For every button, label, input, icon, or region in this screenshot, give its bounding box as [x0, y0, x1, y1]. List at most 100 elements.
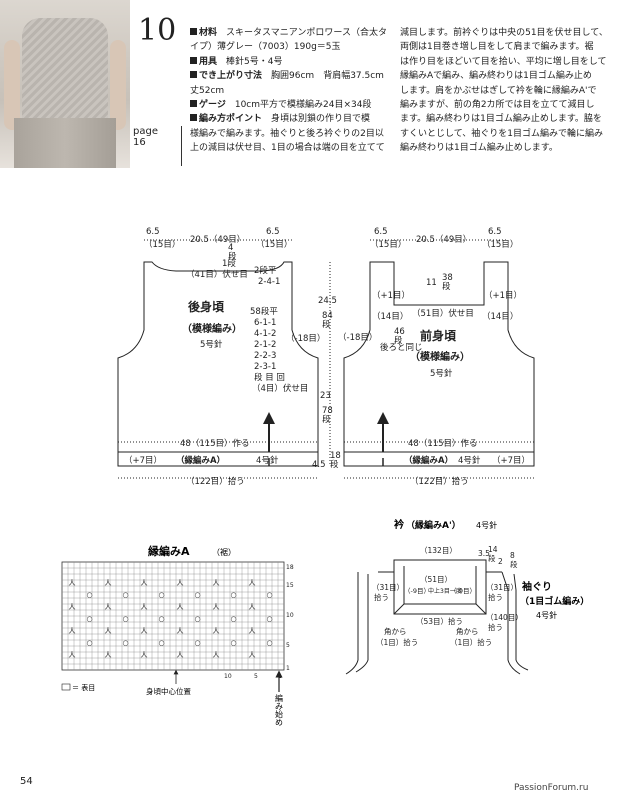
- tools-text: 棒針5号・4号: [226, 56, 283, 67]
- svg-text:人: 人: [69, 651, 76, 659]
- front-title: 前身頃: [420, 328, 457, 343]
- hem-rows: 18: [330, 451, 341, 461]
- instruction-line: は作り目をほどいて目を拾い、平均に増し目をして: [400, 56, 607, 67]
- collar-diagram: 衿 （縁編みA'） 4号針 （132目） 3.5 14 段 2 8 段 （51目…: [345, 518, 589, 675]
- svg-text:人: 人: [249, 579, 256, 587]
- front-14-left: （14目）: [372, 311, 408, 322]
- collar-inner-51: （51目）: [420, 575, 452, 584]
- svg-text:人: 人: [141, 603, 148, 611]
- front-hem-cast-on: 48（115目）作る: [408, 438, 478, 449]
- back-shoulder-stitches: （15目）: [144, 239, 180, 250]
- materials-text-2: イプ）薄グレー（7003）190g＝5玉: [190, 42, 341, 53]
- svg-text:人: 人: [213, 603, 220, 611]
- svg-text:人: 人: [69, 627, 76, 635]
- svg-text:○: ○: [267, 591, 273, 599]
- size-text: 胸囲96cm 背肩幅37.5cm: [271, 71, 384, 82]
- front-subtitle: （模様編み）: [410, 350, 470, 363]
- instruction-line: 縁編みAで編み、編み終わりは1目ゴム編み止め: [400, 71, 592, 82]
- back-neck-bindoff: （41目）伏せ目: [186, 269, 248, 280]
- watermark: PassionForum.ru: [514, 783, 589, 793]
- back-arm-row: 2-3-1: [254, 362, 276, 372]
- front-shoulder-stitches: （15目）: [370, 239, 406, 250]
- rows-unit: 段: [322, 319, 331, 330]
- collar-border: （縁編みA'）: [406, 519, 461, 531]
- back-neck-one-row: 1段: [222, 258, 236, 269]
- front-neck-rows: 38: [442, 273, 453, 283]
- front-plus7: （+7目）: [492, 455, 530, 466]
- instruction-line: 編み終わりは1目ゴム編み止めします。: [400, 143, 558, 154]
- front-shoulder-stitches-r: （15目）: [482, 239, 518, 250]
- armhole-depth-cm: 24.5: [318, 296, 337, 306]
- svg-text:○: ○: [267, 615, 273, 623]
- back-arm-dec: （-18目）: [286, 333, 325, 344]
- body-length-cm: 23: [320, 391, 331, 401]
- back-arm-row: 6-1-1: [254, 318, 276, 328]
- front-rows-46: 46: [394, 327, 405, 337]
- materials-label: 材料: [199, 28, 218, 38]
- back-arm-row: 段 目 回: [254, 372, 285, 383]
- instruction-line: 編みますが、前の角2カ所では目を立てて減目し: [400, 100, 595, 111]
- collar-left-pick: 拾う: [374, 592, 389, 602]
- back-dec-2: 2-4-1: [258, 277, 280, 287]
- hem-cm: 4.5: [312, 460, 326, 470]
- body-length-rows: 78: [322, 406, 333, 416]
- svg-text:人: 人: [69, 579, 76, 587]
- svg-text:人: 人: [105, 579, 112, 587]
- garment-photo: [0, 0, 130, 168]
- materials-block: 材料 スキータスマニアンポロワース（合太タ イプ）薄グレー（7003）190g＝…: [190, 26, 396, 156]
- svg-text:○: ○: [123, 591, 129, 599]
- svg-text:人: 人: [105, 603, 112, 611]
- collar-8-rows: 8: [510, 551, 515, 560]
- page-ref-label: page: [133, 126, 158, 137]
- chart-row-num: 5: [286, 642, 290, 649]
- front-neck-width: 20.5（49目）: [416, 234, 471, 245]
- armband-border: （1目ゴム編み）: [520, 595, 589, 607]
- tools-label: 用具: [199, 56, 218, 67]
- svg-text:人: 人: [105, 627, 112, 635]
- svg-text:人: 人: [141, 579, 148, 587]
- photo-sweater: [22, 18, 108, 124]
- materials-text: スキータスマニアンポロワース（合太タ: [226, 28, 387, 38]
- back-neck-rows: 4: [228, 243, 233, 253]
- svg-text:○: ○: [87, 591, 93, 599]
- svg-text:人: 人: [213, 627, 220, 635]
- chart-row-num: 15: [286, 582, 294, 589]
- back-subtitle: （模様編み）: [182, 322, 242, 335]
- collar-minus9-left: （-9目）: [404, 587, 430, 595]
- svg-text:人: 人: [177, 651, 184, 659]
- front-rows-46-unit: 段: [394, 335, 403, 346]
- svg-text:○: ○: [195, 615, 201, 623]
- armband-title: 袖ぐり: [521, 580, 552, 593]
- collar-title: 衿: [394, 518, 404, 531]
- chart-legend: ＝ 表目: [72, 683, 95, 692]
- collar-minus9-right: （-9目）: [450, 587, 476, 595]
- front-border-needle: 4号針: [458, 455, 481, 466]
- svg-text:○: ○: [231, 615, 237, 623]
- front-shoulder-width-r: 6.5: [488, 227, 502, 237]
- back-shoulder-width-r: 6.5: [266, 227, 280, 237]
- page-reference: page 16: [133, 126, 182, 166]
- svg-text:○: ○: [267, 639, 273, 647]
- method-text-1: 身頃は別鎖の作り目で模: [271, 114, 371, 125]
- front-14-right: （14目）: [482, 311, 518, 322]
- front-needle: 5号針: [430, 368, 453, 379]
- method-text-3: 上の減目は伏せ目、1目の場合は端の目を立てて: [190, 143, 385, 154]
- instruction-line: ます。編み終わりは1目ゴム編み止めします。脇を: [400, 114, 602, 125]
- size-text-2: 丈52cm: [190, 85, 225, 96]
- collar-top-stitches: （132目）: [420, 546, 457, 555]
- front-same-as-back: 後ろと同じ: [380, 342, 423, 353]
- collar-right-pick: 拾う: [488, 592, 503, 602]
- svg-text:○: ○: [159, 615, 165, 623]
- collar-left-31: （31目）: [372, 583, 404, 592]
- svg-text:○: ○: [87, 639, 93, 647]
- pattern-number: 10: [138, 13, 177, 48]
- chart-col-num: 5: [254, 673, 258, 680]
- svg-text:人: 人: [213, 651, 220, 659]
- collar-3-5cm: 3.5: [478, 549, 490, 558]
- svg-text:人: 人: [177, 603, 184, 611]
- back-title: 後身頃: [188, 299, 225, 314]
- collar-corner-left: 角から: [384, 626, 407, 636]
- svg-text:○: ○: [123, 639, 129, 647]
- collar-14-rows: 14: [488, 545, 498, 554]
- svg-text:人: 人: [141, 651, 148, 659]
